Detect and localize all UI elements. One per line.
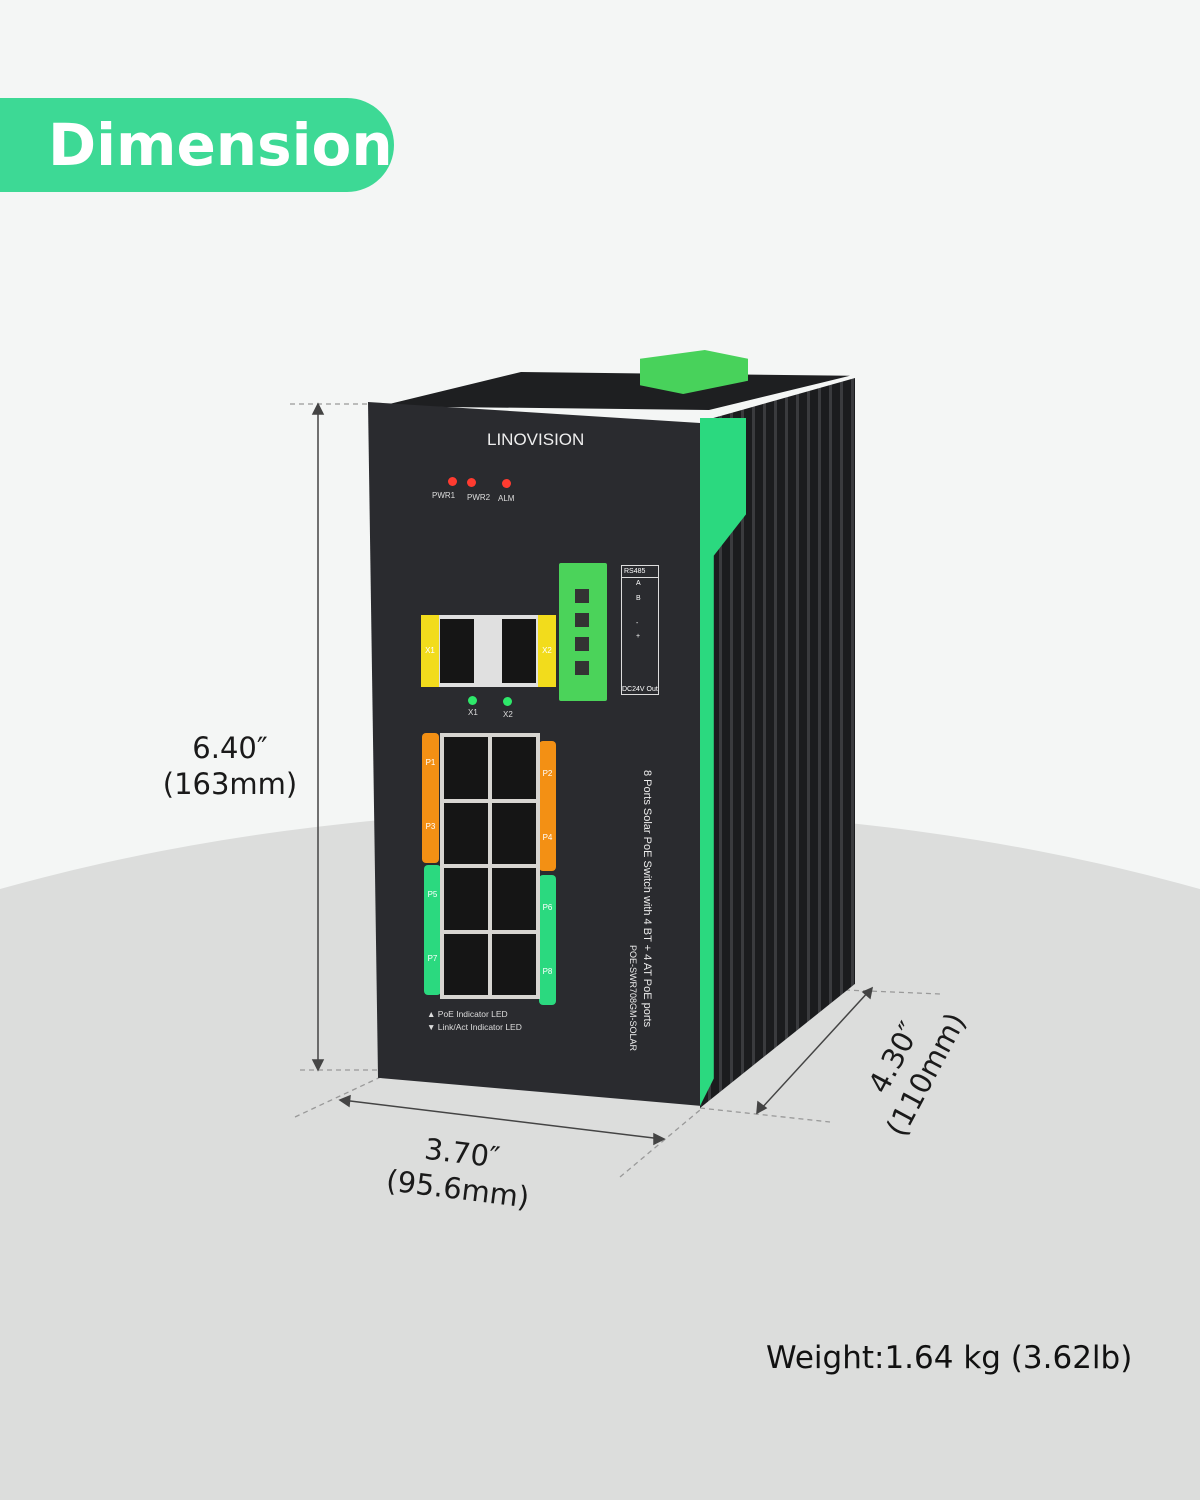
x2-led-label: X2 <box>503 710 513 719</box>
height-inches: 6.40″ <box>192 731 268 765</box>
rj45-port <box>444 933 488 995</box>
terminal-slot <box>575 661 589 675</box>
sfp-x1-slot <box>440 619 474 683</box>
port-label-p2: P2 <box>542 769 553 778</box>
link-led-legend: ▼ Link/Act Indicator LED <box>427 1022 522 1032</box>
rj45-port <box>492 933 536 995</box>
sfp-x2-slot <box>502 619 536 683</box>
port-label-p1: P1 <box>425 758 436 767</box>
sfp-x1-label: X1 <box>421 615 439 687</box>
product-model: POE-SWR708GM-SOLAR <box>628 945 638 1052</box>
pwr1-label: PWR1 <box>432 491 456 500</box>
port-label-p6: P6 <box>542 903 553 912</box>
rj45-port <box>444 802 488 864</box>
terminal-b-label: B <box>636 595 641 602</box>
rj45-ports <box>440 733 540 999</box>
rj45-port <box>492 802 536 864</box>
page-title: Dimension <box>0 98 394 192</box>
port-label-p3: P3 <box>425 822 436 831</box>
brand-logo: LINOVISION <box>487 430 585 449</box>
pwr2-led <box>467 478 476 487</box>
x2-led <box>503 697 512 706</box>
rj45-port <box>444 868 488 930</box>
port-label-p4: P4 <box>542 833 553 842</box>
pwr1-led <box>448 477 457 486</box>
pwr2-label: PWR2 <box>467 493 491 502</box>
dc24v-label: DC24V Out <box>622 686 658 693</box>
terminal-slot <box>575 637 589 651</box>
port-label-p5: P5 <box>427 890 438 899</box>
terminal-slot <box>575 589 589 603</box>
x1-led <box>468 696 477 705</box>
sfp-ports: X1 X2 <box>421 615 556 687</box>
rj45-port <box>492 737 536 799</box>
poe-led-legend: ▲ PoE Indicator LED <box>427 1009 508 1019</box>
rs485-terminal-block <box>559 563 607 701</box>
terminal-slot <box>575 613 589 627</box>
terminal-plus-label: + <box>636 633 641 640</box>
weight-text: Weight:1.64 kg (3.62lb) <box>766 1340 1133 1376</box>
port-label-p8: P8 <box>542 967 553 976</box>
height-mm: (163mm) <box>162 767 298 801</box>
product-description: 8 Ports Solar PoE Switch with 4 BT + 4 A… <box>641 770 653 1028</box>
rj45-port <box>492 868 536 930</box>
terminal-labels: RS485 A B - + DC24V Out <box>621 565 659 695</box>
alm-led <box>502 479 511 488</box>
rj45-port <box>444 737 488 799</box>
terminal-a-label: A <box>636 580 641 587</box>
height-dimension: 6.40″(163mm) <box>160 730 300 802</box>
sfp-x2-label: X2 <box>538 615 556 687</box>
rs485-label: RS485 <box>622 566 658 578</box>
terminal-minus-label: - <box>636 620 639 627</box>
alm-label: ALM <box>498 494 515 503</box>
x1-led-label: X1 <box>468 708 478 717</box>
port-label-p7: P7 <box>427 954 438 963</box>
led-legend: ▲ PoE Indicator LED ▼ Link/Act Indicator … <box>427 1008 522 1034</box>
